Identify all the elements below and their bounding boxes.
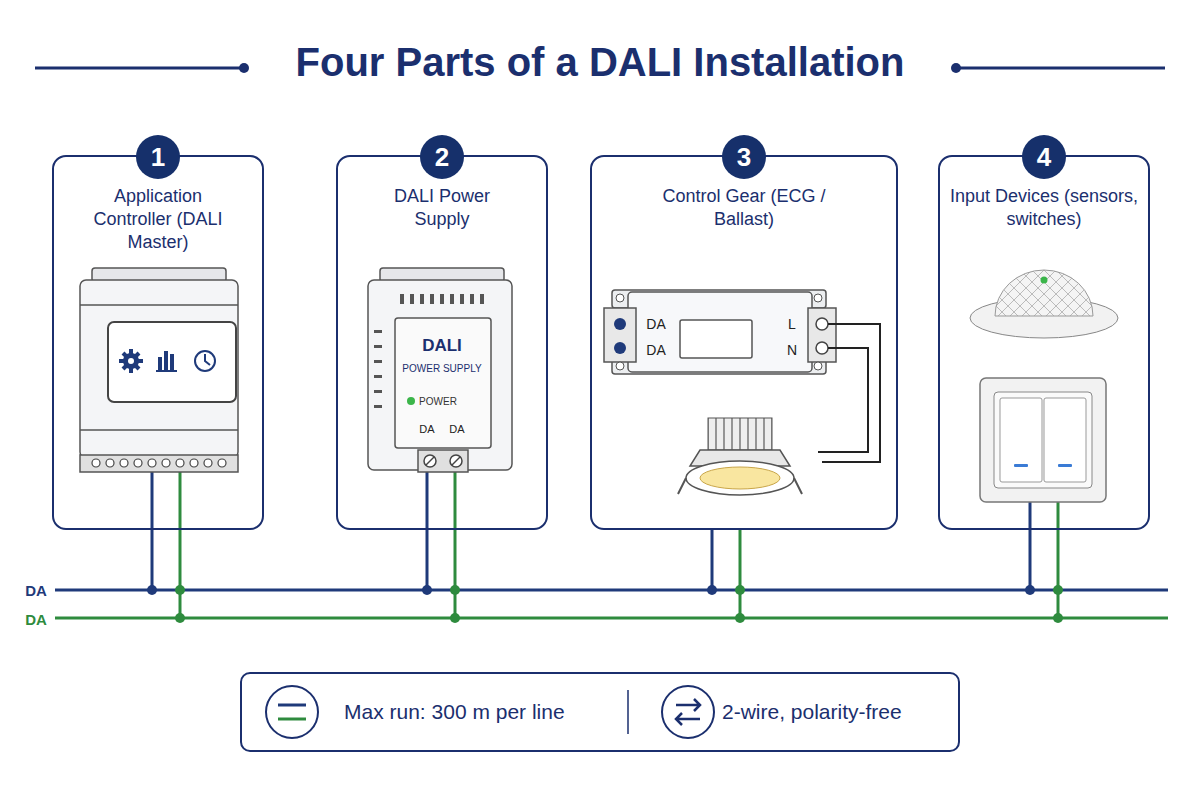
bus-label: DA xyxy=(25,582,47,599)
terminal-label: N xyxy=(787,342,797,358)
part-panel: 3Control Gear (ECG / Ballast) xyxy=(590,155,898,530)
callout-number: 4 xyxy=(1022,135,1066,179)
part-heading: DALI Power Supply xyxy=(377,185,507,231)
part-panel: 1Application Controller (DALI Master) xyxy=(52,155,264,530)
terminal-label: DA xyxy=(419,423,434,435)
part-panel: 4Input Devices (sensors, switches) xyxy=(938,155,1150,530)
callout-number: 2 xyxy=(420,135,464,179)
info-text: 2-wire, polarity-free xyxy=(722,700,902,724)
terminal-label: L xyxy=(788,316,796,332)
part-heading: Control Gear (ECG / Ballast) xyxy=(634,185,854,231)
callout-number: 3 xyxy=(722,135,766,179)
part-heading: Application Controller (DALI Master) xyxy=(73,185,243,254)
terminal-label: DA xyxy=(646,316,665,332)
bus-label: DA xyxy=(25,611,47,628)
led-label: POWER xyxy=(419,396,457,407)
part-heading: Input Devices (sensors, switches) xyxy=(949,185,1139,231)
terminal-label: DA xyxy=(449,423,464,435)
info-text: Max run: 300 m per line xyxy=(344,700,565,724)
diagram-title: Four Parts of a DALI Installation xyxy=(0,40,1200,85)
info-bar: Max run: 300 m per line 2-wire, polarity-… xyxy=(240,672,960,752)
terminal-label: DA xyxy=(646,342,665,358)
psu-text: DALI xyxy=(422,336,462,356)
psu-text: POWER SUPPLY xyxy=(402,363,481,374)
callout-number: 1 xyxy=(136,135,180,179)
